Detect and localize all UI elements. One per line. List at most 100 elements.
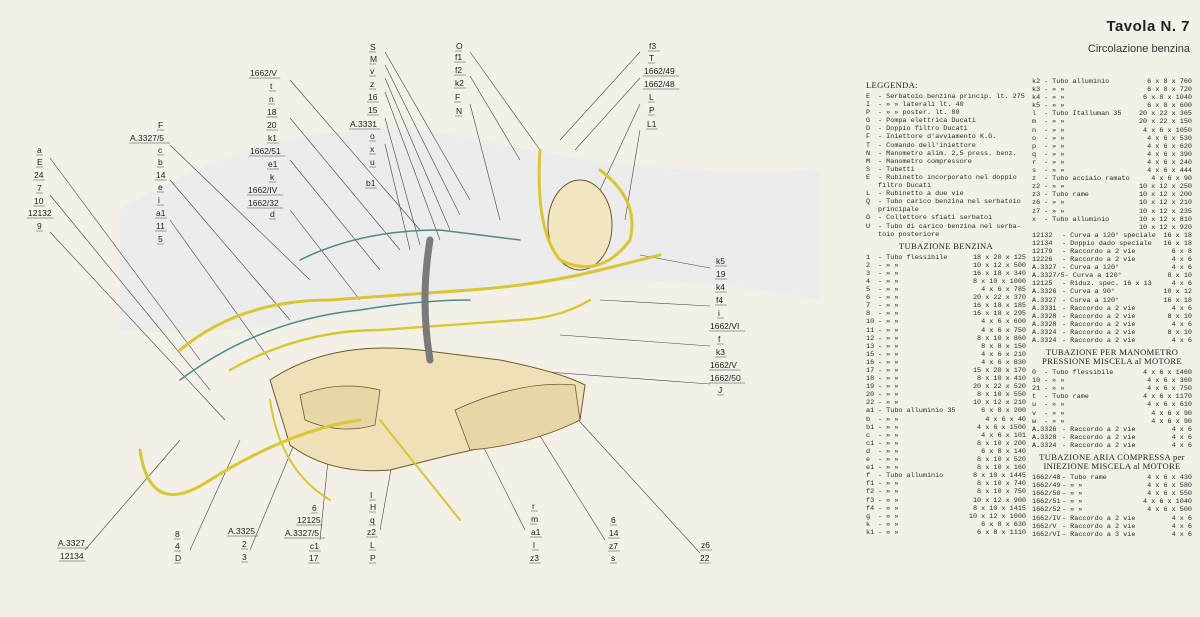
row-size: 4 x 6: [1171, 304, 1192, 313]
legend-row: O- Collettore sfiati serbatoi: [866, 214, 1026, 222]
legend-row: N- Manometro alim. 2,5 press. benz.: [866, 150, 1026, 158]
row-description: - » »: [878, 294, 899, 303]
part-label: 1662/51: [250, 146, 281, 156]
row-size: 20 x 22 x 150: [1138, 118, 1192, 127]
row-code: [866, 206, 878, 214]
part-label: J: [718, 385, 722, 395]
part-label: z7: [609, 541, 618, 551]
fuel-pipe-main: [178, 253, 662, 352]
legend-row: principale: [866, 206, 1026, 214]
part-label: q: [370, 515, 375, 525]
row-code: A.3324: [1032, 328, 1057, 337]
legend-row: 1662/50- » »4 x 6 x 550: [1032, 490, 1192, 498]
part-label: r: [532, 501, 535, 511]
legend-heading: LEGGENDA:: [866, 80, 918, 90]
legend-row: G- Pompa elettrica Ducati: [866, 117, 1026, 125]
row-code: 1662/VI: [1032, 530, 1061, 539]
row-code: 13: [866, 342, 875, 351]
row-code: r: [1032, 158, 1037, 167]
legend-row: A.3326- Curva a 90°10 x 12: [1032, 288, 1192, 296]
legend-row: b- » »4 x 6 x 40: [866, 416, 1026, 424]
row-size: 20 x 22 x 370: [972, 294, 1026, 303]
legend-left-column: LEGGENDA: E- Serbatoio benzina princip. …: [866, 78, 1026, 537]
row-description: - Curva a 120°: [1064, 272, 1122, 281]
row-size: 4 x 6: [1171, 530, 1192, 539]
leader-lines: [49, 51, 711, 554]
legend-row: v- » »4 x 6 x 90: [1032, 410, 1192, 418]
part-label: A.3327/5: [130, 133, 164, 143]
part-label: 1662/IV: [248, 185, 278, 195]
plate-subtitle: Circolazione benzina: [1087, 43, 1190, 55]
row-description: - » »: [1044, 126, 1065, 135]
row-description: - » »: [878, 464, 899, 473]
fuel-pipe-left: [269, 399, 331, 501]
row-size: 8 x 10 x 740: [977, 480, 1026, 489]
row-size: 4 x 6: [1171, 264, 1192, 273]
row-code: w: [1032, 417, 1037, 426]
row-size: 8 x 10 x 200: [977, 439, 1026, 448]
row-size: 6 x 8 x 760: [1147, 78, 1192, 86]
row-description: - Comando dell'iniettore: [878, 141, 976, 150]
row-code: 11: [866, 326, 875, 335]
row-code: k: [866, 520, 871, 529]
legend-row: 1662/51- » »4 x 6 x 1040: [1032, 498, 1192, 506]
legend-row: m- » »20 x 22 x 150: [1032, 118, 1192, 126]
row-description: - Manometro alim. 2,5 press. benz.: [878, 149, 1017, 158]
part-label: o: [370, 131, 375, 141]
row-description: - » »: [878, 269, 899, 278]
row-description: - Tubo alluminio: [1044, 215, 1110, 224]
row-code: f: [866, 472, 871, 481]
row-size: 8 x 10 x 550: [977, 391, 1026, 400]
legend-row: k4- » »6 x 8 x 1040: [1032, 94, 1192, 102]
part-label: M: [370, 54, 377, 64]
part-labels: SMvz1615A.3331oxub1Of1f2k2FNf3T1662/4916…: [27, 41, 746, 564]
row-description: - » »: [1044, 167, 1065, 176]
part-label: 14: [156, 170, 166, 180]
row-size: 4 x 6 x 1460: [1143, 369, 1192, 378]
part-label: 24: [34, 170, 44, 180]
row-code: k5: [1032, 102, 1041, 111]
legend-row: z7- » »10 x 12 x 235: [1032, 208, 1192, 216]
page-header: Tavola N. 7 Circolazione benzina: [1040, 18, 1190, 55]
part-label: b1: [366, 178, 376, 188]
row-description: - Riduz. spec. 16 x 13: [1062, 280, 1152, 289]
part-label: N: [456, 106, 462, 116]
part-label: I: [370, 490, 372, 500]
row-size: 4 x 6 x 1050: [1143, 126, 1192, 135]
part-label: 7: [37, 183, 42, 193]
legend-row: 16- » »4 x 6 x 830: [866, 359, 1026, 367]
row-size: 4 x 6 x 500: [1147, 506, 1192, 515]
row-code: 15: [866, 350, 875, 359]
row-size: 4 x 6 x 210: [981, 350, 1026, 359]
rear-fuel-tank: [454, 383, 581, 451]
row-description: - Iniettore d'avviamento K.G.: [878, 133, 997, 142]
part-label: 17: [309, 553, 319, 563]
row-size: 4 x 6: [1171, 514, 1192, 523]
row-code: 12134: [1032, 239, 1053, 248]
row-size: 6 x 8 x 1040: [1143, 94, 1192, 103]
part-label: 1662/32: [248, 198, 279, 208]
row-description: - Raccordo a 2 vie: [1062, 433, 1136, 442]
legend-row: p- » »4 x 6 x 620: [1032, 143, 1192, 151]
row-size: 4 x 6 x 600: [981, 318, 1026, 327]
row-size: 4 x 6 x 444: [1147, 167, 1192, 176]
row-description: - Curva a 120°: [1062, 264, 1120, 273]
row-code: l: [1032, 110, 1037, 119]
part-label: f1: [455, 52, 462, 62]
part-label: u: [370, 157, 375, 167]
row-description: - Doppio filtro Ducati: [878, 125, 968, 134]
row-description: - Tubo flessibile: [878, 253, 948, 262]
row-description: - Tubo rame: [1044, 393, 1089, 402]
legend-row: e- » »8 x 10 x 520: [866, 456, 1026, 464]
row-size: 8 x 10 x 1000: [972, 277, 1026, 286]
row-description: - » »: [1044, 158, 1065, 167]
row-description: - » »: [878, 504, 899, 513]
row-code: z3: [1032, 191, 1041, 200]
part-label: A.3331: [350, 119, 377, 129]
part-label: n: [269, 94, 274, 104]
row-code: 8: [866, 310, 871, 319]
row-size: 16 x 18: [1163, 239, 1192, 248]
